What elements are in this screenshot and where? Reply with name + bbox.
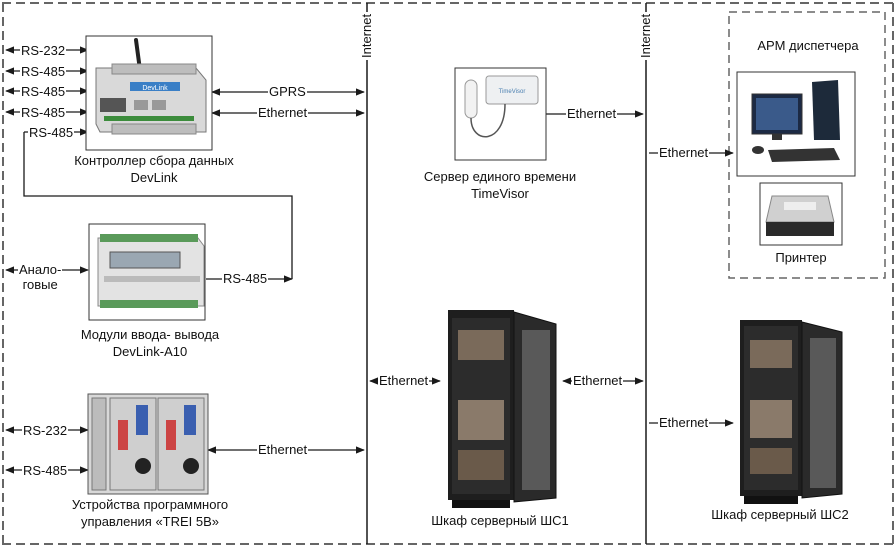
- timevisor-image: TimeVisor: [454, 67, 547, 161]
- caption-arm: АРМ диспетчера: [757, 38, 859, 53]
- label-ethernet-arm: Ethernet: [658, 145, 710, 160]
- caption-io-module: Модули ввода- вывода DevLink-A10: [80, 327, 220, 359]
- label-ethernet-trei: Ethernet: [257, 442, 309, 457]
- workstation-image: [736, 71, 856, 177]
- server-rack-2-image: [740, 320, 843, 504]
- caption-printer: Принтер: [775, 250, 827, 265]
- label-rs485-2: RS-485: [20, 84, 67, 99]
- io-module-image: [88, 223, 206, 321]
- caption-devlink: Контроллер сбора данных DevLink: [74, 153, 234, 185]
- label-ethernet-rack1-left: Ethernet: [378, 373, 430, 388]
- svg-text:TimeVisor: TimeVisor: [499, 89, 526, 95]
- label-rs232-trei: RS-232: [22, 423, 69, 438]
- label-ethernet-rack1-right: Ethernet: [572, 373, 624, 388]
- label-rs485-trei: RS-485: [22, 463, 69, 478]
- caption-trei: Устройства программного управления «TREI…: [71, 497, 229, 529]
- devlink-controller-image: DevLink: [85, 35, 213, 151]
- svg-text:DevLink: DevLink: [142, 85, 168, 92]
- label-analog: Анало- говые: [18, 262, 63, 292]
- caption-rack2: Шкаф серверный ШС2: [711, 507, 849, 522]
- label-rs485-io: RS-485: [222, 271, 269, 286]
- server-rack-1-image: [448, 310, 557, 508]
- label-gprs: GPRS: [268, 84, 307, 99]
- label-rs485-3: RS-485: [20, 105, 67, 120]
- link-rs485-route: [23, 132, 293, 279]
- label-rs485-1: RS-485: [20, 64, 67, 79]
- label-rs485-4: RS-485: [28, 125, 75, 140]
- printer-image: [759, 182, 843, 246]
- label-rs232-1: RS-232: [20, 43, 67, 58]
- caption-rack1: Шкаф серверный ШС1: [431, 513, 569, 528]
- label-internet-2: Internet: [638, 11, 653, 60]
- caption-timevisor: Сервер единого времени TimeVisor: [423, 169, 577, 201]
- label-ethernet-rack2: Ethernet: [658, 415, 710, 430]
- arm-box: [728, 11, 886, 279]
- label-internet-1: Internet: [359, 11, 374, 60]
- trei-image: [87, 393, 209, 495]
- label-ethernet-devlink: Ethernet: [257, 105, 309, 120]
- label-ethernet-timevisor: Ethernet: [566, 106, 618, 121]
